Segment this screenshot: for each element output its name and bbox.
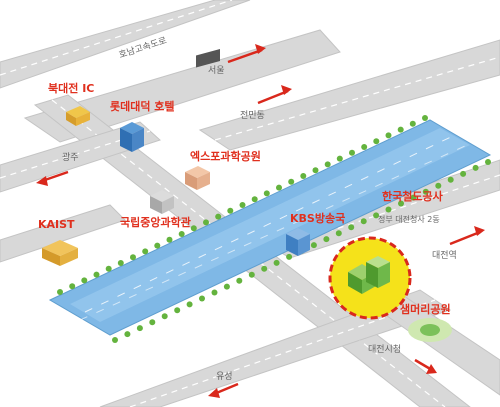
tree-icon [81, 277, 88, 284]
arrow-jeonmin-icon [257, 85, 292, 105]
tree-icon [186, 301, 193, 308]
tree-icon [422, 115, 428, 121]
tree-icon [211, 289, 218, 296]
tree-icon [69, 283, 76, 290]
tree-icon [385, 132, 392, 139]
tree-icon [312, 167, 319, 174]
arrow-seoul-icon [227, 44, 266, 64]
tree-icon [373, 212, 380, 219]
tree-icon [248, 271, 255, 278]
tree-icon [239, 202, 246, 208]
tree-icon [161, 313, 168, 320]
tree-icon [203, 219, 209, 226]
tree-icon [485, 159, 491, 165]
label-kaist: KAIST [38, 218, 75, 231]
tree-icon [105, 265, 112, 272]
building-lotte-hotel-icon [120, 122, 144, 152]
tree-icon [349, 149, 355, 156]
tree-icon [190, 225, 197, 232]
tree-icon [136, 325, 143, 332]
tree-icon [336, 155, 343, 162]
label-kbs: KBS방송국 [290, 211, 345, 225]
label-samuri-park: 샘머리공원 [400, 302, 451, 316]
tunnel-icon [196, 49, 220, 68]
tree-icon [276, 184, 282, 191]
tree-icon [460, 170, 467, 177]
tree-icon [112, 337, 118, 343]
label-expo-park: 엑스포과학공원 [190, 149, 261, 163]
tree-icon [286, 253, 293, 260]
tree-icon [472, 164, 479, 171]
label-science-museum: 국립중앙과학관 [120, 215, 191, 229]
building-science-museum-icon [150, 190, 174, 214]
tree-icon [261, 265, 268, 272]
tree-icon [310, 242, 317, 249]
tree-icon [199, 295, 205, 302]
tree-icon [273, 259, 280, 266]
label-buk-ic: 북대전 IC [48, 81, 94, 95]
label-daejeon-station: 대전역 [432, 250, 457, 261]
tree-icon [385, 206, 392, 213]
tree-icon [215, 213, 222, 220]
tree-icon [360, 218, 367, 225]
samuri-park-icon [408, 318, 452, 342]
tree-icon [227, 207, 234, 214]
tree-icon [57, 289, 63, 295]
tree-icon [410, 194, 417, 201]
tree-icon [149, 319, 156, 326]
tree-icon [223, 283, 230, 290]
label-city-hall: 대전시청 [368, 344, 401, 355]
tree-icon [251, 196, 258, 203]
tree-icon [447, 176, 454, 183]
tree-icon [323, 236, 330, 243]
target-highlight [328, 236, 412, 320]
tree-icon [398, 200, 404, 207]
tree-icon [435, 182, 442, 189]
tree-icon [361, 144, 368, 150]
arrow-yuseong-icon [208, 382, 239, 398]
building-expo-park-icon [185, 166, 210, 190]
building-kaist-icon [42, 240, 78, 266]
tree-icon [117, 260, 124, 266]
tree-icon [142, 248, 149, 255]
tree-icon [124, 331, 131, 338]
tree-icon [174, 307, 181, 314]
label-jeonmin: 전민동 [240, 110, 265, 121]
river [48, 119, 492, 336]
tree-icon [93, 271, 100, 278]
tree-icon [348, 224, 355, 231]
direction-arrows [36, 44, 485, 398]
tree-icon [130, 254, 136, 261]
arrow-daejeon-station-icon [449, 226, 485, 246]
tree-icon [300, 173, 307, 179]
tree-icon [236, 277, 243, 284]
label-target-name: 한국철도공사 [382, 189, 444, 203]
tree-icon [324, 161, 331, 168]
tree-icon [335, 230, 342, 237]
label-yuseong: 유성 [216, 371, 233, 382]
tree-icon [288, 178, 295, 185]
label-seoul: 서울 [208, 65, 225, 76]
tree-icon [166, 236, 173, 243]
arrow-gwangju-icon [36, 170, 69, 186]
tree-icon [154, 242, 161, 249]
label-tunnel: 터널 [200, 110, 217, 121]
tree-icon [178, 231, 185, 237]
tree-icon [397, 126, 404, 133]
tree-icon [409, 120, 416, 127]
tree-icon [263, 190, 270, 197]
label-target-sub: 정부 대전청사 2동 [378, 214, 440, 224]
building-kbs-icon [286, 228, 310, 256]
label-gwangju: 광주 [62, 151, 79, 163]
arrow-cityhall-icon [414, 358, 437, 374]
tree-icon [373, 138, 380, 145]
building-buk-ic-icon [66, 106, 90, 126]
label-lotte-hotel: 롯데대덕 호텔 [110, 99, 175, 113]
tree-icon [422, 188, 429, 195]
